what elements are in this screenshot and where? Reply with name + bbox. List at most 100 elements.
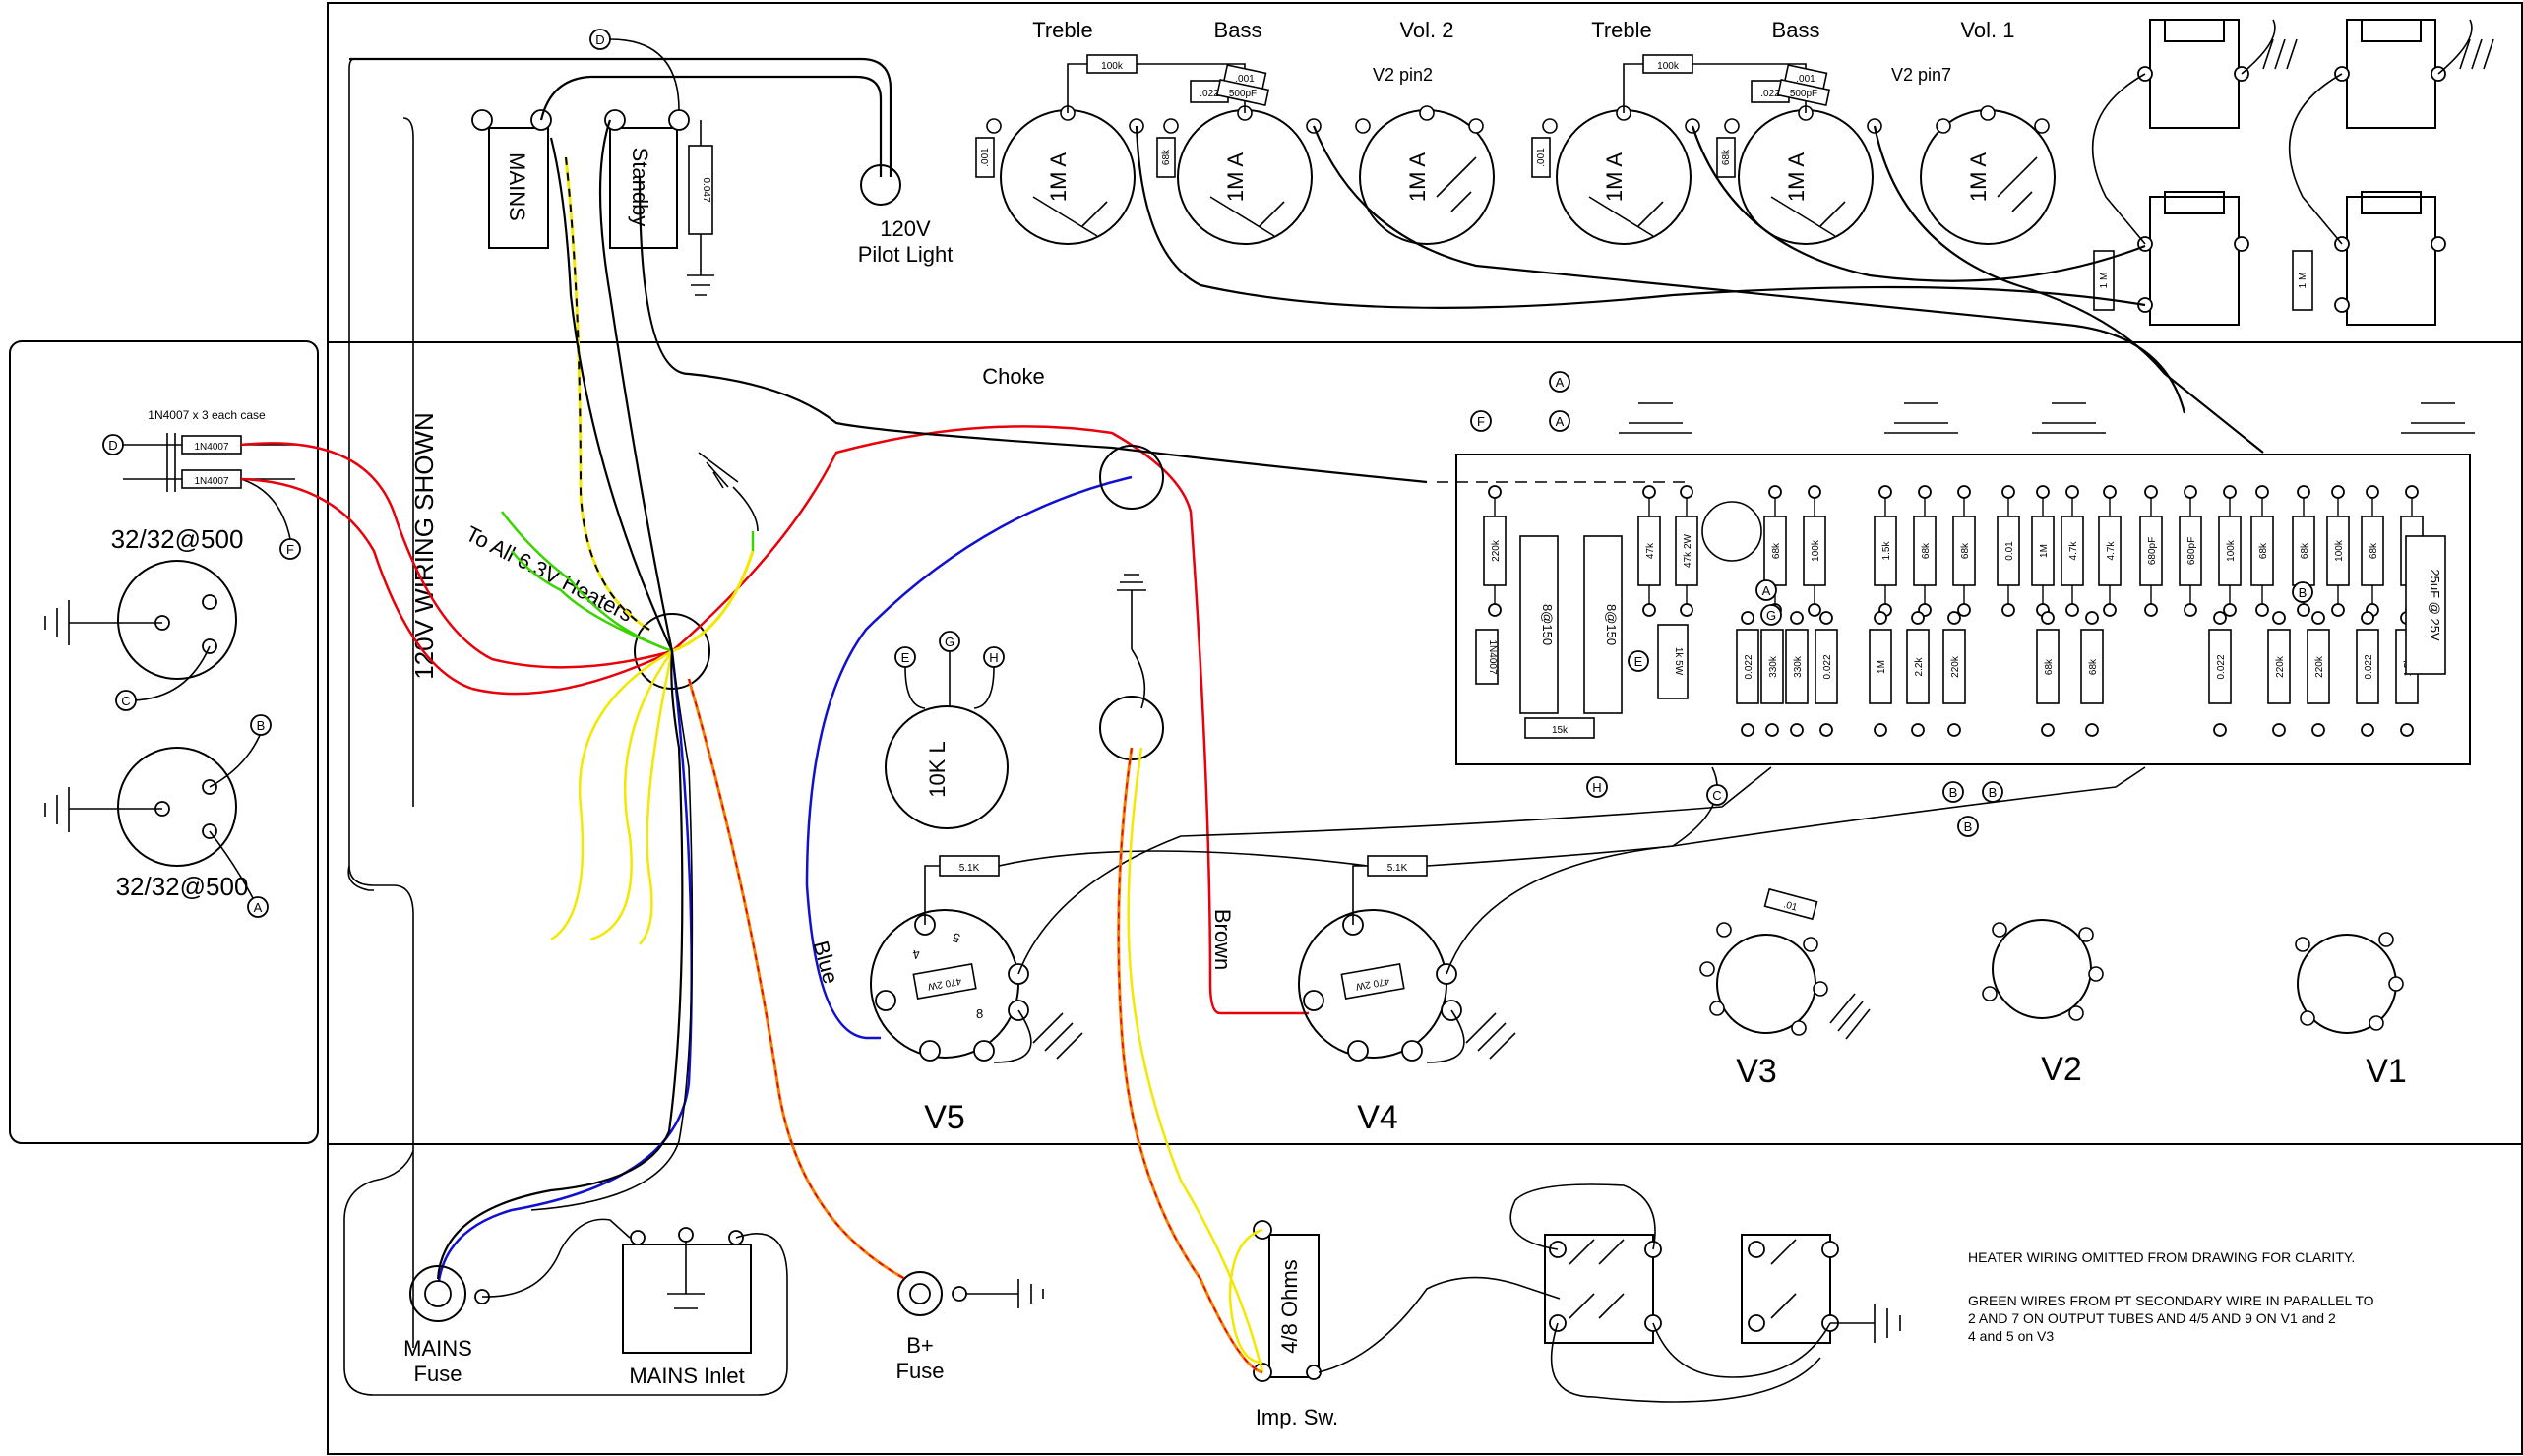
eyelet xyxy=(1488,603,1502,617)
v2-pin7-label: V2 pin7 xyxy=(1891,65,1951,85)
filter-cap-8-150-2 xyxy=(1583,535,1623,714)
mains-switch-label: MAINS xyxy=(505,152,529,221)
eyelet xyxy=(1741,611,1754,625)
chassis-wall-inner xyxy=(348,58,414,1348)
eyelet xyxy=(2001,603,2015,617)
pot-tag-e: E xyxy=(901,650,910,665)
cap-022-label: .022 xyxy=(1760,89,1780,99)
mains-inlet[interactable] xyxy=(622,1244,752,1354)
input-jack-3[interactable] xyxy=(2137,191,2249,326)
eyelet xyxy=(2255,485,2269,499)
bass-1-label: Bass xyxy=(1772,18,1820,42)
board-tag-icon xyxy=(1628,650,1649,672)
tube-v5[interactable]: 470 2W 5 4 8 xyxy=(870,909,1029,1062)
eyelet xyxy=(2223,485,2237,499)
speaker-jack-1[interactable] xyxy=(1544,1234,1662,1344)
standby-switch[interactable] xyxy=(609,127,678,249)
pt-wire xyxy=(549,137,674,652)
diode-leads xyxy=(123,433,295,492)
eyelet xyxy=(1918,485,1932,499)
board-part-label: 100k xyxy=(2334,539,2345,562)
board-tag-label: H xyxy=(1592,780,1601,795)
tag-d-wire xyxy=(609,38,680,111)
ground-symbol xyxy=(698,452,759,532)
green-wire xyxy=(671,531,755,653)
pot-treble-2[interactable]: 1M A xyxy=(1000,109,1136,245)
bias-pot[interactable] xyxy=(885,705,1009,829)
tag-d-text: D xyxy=(108,438,117,453)
screen-wire xyxy=(924,766,1718,925)
cap-500pf-label: 500pF xyxy=(1790,89,1817,99)
mains-switch[interactable] xyxy=(488,127,549,249)
mains-inlet-label: MAINS Inlet xyxy=(629,1364,744,1388)
res-68k-bass xyxy=(1716,137,1736,178)
pilot-light xyxy=(860,164,901,206)
tag-b-text: B xyxy=(257,718,266,733)
tube-v4[interactable]: 470 2W xyxy=(1298,909,1462,1062)
ground-symbol xyxy=(1117,574,1146,709)
board-part-label: 68k xyxy=(2044,658,2055,675)
orange-wire-stripe xyxy=(1117,747,1263,1373)
res-1k-5w-label: 1k 5W xyxy=(1673,647,1684,676)
pot-volume-1[interactable]: 1M A xyxy=(1920,109,2056,245)
yellow-wire-stripe xyxy=(565,156,650,631)
board-part-label: 68k xyxy=(2258,542,2269,559)
eyelet xyxy=(2085,611,2099,625)
red-wire xyxy=(671,425,1309,1015)
bplus-fuse[interactable] xyxy=(897,1271,943,1316)
eyelet xyxy=(1947,611,1961,625)
wiring-shown-label: 120V WIRING SHOWN xyxy=(409,412,439,680)
mains-fuse[interactable] xyxy=(409,1265,466,1322)
grid-wire xyxy=(1446,766,2146,975)
orange-wire xyxy=(687,678,906,1281)
diode-label-2: 1N4007 xyxy=(194,476,228,487)
impedance-switch[interactable] xyxy=(1268,1234,1320,1378)
jack-res-label: 1 M xyxy=(2099,273,2110,289)
resistor-100k-label: 100k xyxy=(1657,61,1680,72)
pot-lugs xyxy=(986,105,2050,134)
board-part-30 xyxy=(1815,629,1838,704)
input-jack-2[interactable] xyxy=(2334,19,2446,129)
tube-v3[interactable]: .01 xyxy=(1716,887,1818,1034)
signal-wire xyxy=(2091,73,2146,245)
board-part-label: 2.2k xyxy=(1914,657,1925,677)
board-part-label: 1.5k xyxy=(1881,541,1892,561)
board-tag-icon xyxy=(1706,784,1728,806)
board-part-37 xyxy=(2267,629,2291,704)
note-green-1: GREEN WIRES FROM PT SECONDARY WIRE IN PA… xyxy=(1968,1293,2374,1308)
pt-wire xyxy=(436,650,684,1280)
speaker-jack-2[interactable] xyxy=(1741,1234,1839,1344)
pot-tag-g: G xyxy=(945,635,954,649)
ground-symbol xyxy=(1426,1009,1516,1063)
input-jack-4[interactable] xyxy=(2334,191,2446,326)
board-tag-label: F xyxy=(1477,414,1485,429)
filter-cap-1-label: 32/32@500 xyxy=(111,524,244,554)
pot-treble-1[interactable]: 1M A xyxy=(1556,109,1692,245)
pot-bass-2[interactable]: 1M A xyxy=(1177,109,1313,245)
eyelet xyxy=(2361,611,2374,625)
board-tag-icon xyxy=(1549,410,1570,432)
pot-bass-1[interactable]: 1M A xyxy=(1738,109,1874,245)
board-tag-label: B xyxy=(1949,785,1958,800)
res-15k xyxy=(1524,717,1595,739)
board-part-label: 68k xyxy=(2300,542,2310,559)
eyelet xyxy=(2041,611,2055,625)
tube-v2[interactable] xyxy=(1992,919,2092,1019)
eyelet xyxy=(2065,603,2079,617)
board-part-28 xyxy=(1760,629,1784,704)
filter-board-outline xyxy=(9,340,319,1144)
eyelet xyxy=(2036,485,2050,499)
input-jack-1[interactable] xyxy=(2137,19,2249,129)
board-part-label: 330k xyxy=(1793,655,1804,678)
eyelet xyxy=(2223,603,2237,617)
yellow-wire xyxy=(589,650,674,941)
board-tag-icon xyxy=(1586,776,1608,798)
board-part-label: 100k xyxy=(1811,539,1821,562)
switch-lug xyxy=(668,109,690,131)
board-part-39 xyxy=(2356,629,2379,704)
svg-text:5: 5 xyxy=(951,930,962,946)
v2-pin2-label: V2 pin2 xyxy=(1373,65,1433,85)
eyelet xyxy=(1911,611,1925,625)
cap-500pf xyxy=(1215,79,1270,106)
